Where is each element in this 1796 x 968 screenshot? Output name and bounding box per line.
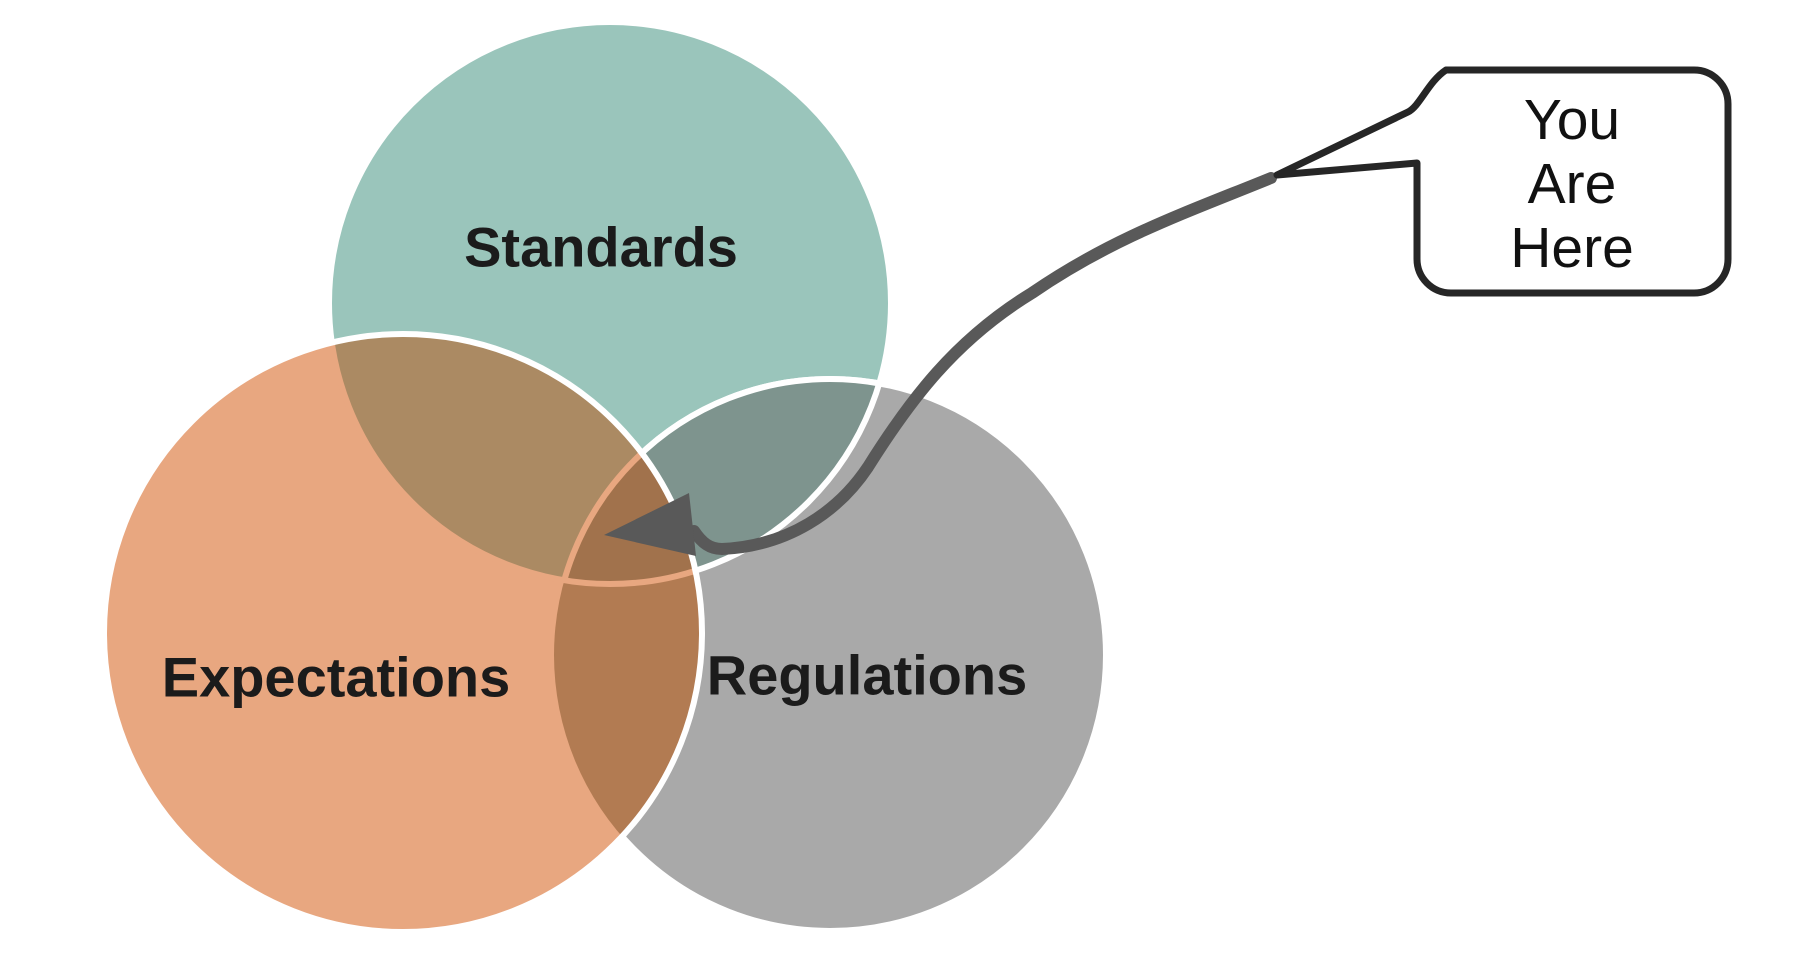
label-regulations: Regulations <box>706 643 1028 707</box>
callout-line-2: Are <box>1527 151 1617 216</box>
arrow-curve <box>688 172 1277 556</box>
speech-bubble <box>1273 66 1732 297</box>
arrow-head-icon <box>604 493 696 556</box>
overlap-standards-expectations <box>329 334 702 584</box>
overlap-standards-regulations <box>551 376 891 584</box>
you-are-here-callout: You Are Here <box>1417 74 1727 293</box>
standards-outline-under-expectations <box>326 334 702 587</box>
label-standards: Standards <box>464 215 738 279</box>
callout-line-3: Here <box>1510 215 1634 280</box>
callout-line-1: You <box>1523 87 1621 152</box>
label-expectations: Expectations <box>161 645 511 709</box>
expectations-outline <box>101 331 705 935</box>
